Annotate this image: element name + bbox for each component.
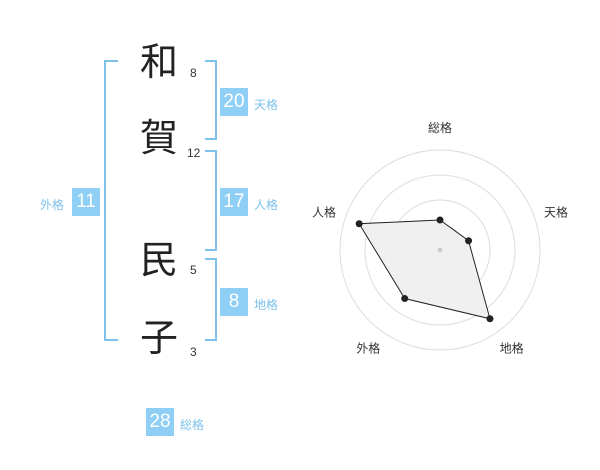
- name-char-4: 子: [140, 316, 179, 360]
- chikaku-bracket: [205, 258, 217, 341]
- soukaku-label: 総格: [180, 418, 205, 432]
- soukaku-value: 28: [146, 408, 174, 436]
- gaikaku-bracket: [104, 60, 118, 341]
- radar-area: [358, 219, 491, 320]
- chikaku-value: 8: [220, 288, 248, 316]
- gaikaku-label: 外格: [40, 198, 65, 212]
- stroke-count-4: 3: [190, 345, 197, 359]
- radar-axis-label: 天格: [544, 204, 568, 219]
- radar-grid-ring: [339, 149, 541, 351]
- radar-point: [465, 237, 473, 245]
- stroke-count-2: 12: [187, 146, 201, 160]
- jinkaku-label: 人格: [254, 198, 279, 212]
- radar-axis-label: 人格: [312, 204, 336, 219]
- stroke-count-3: 5: [190, 263, 197, 277]
- chikaku-label: 地格: [254, 298, 279, 312]
- stroke-count-1: 8: [190, 66, 197, 80]
- radar-center: [437, 247, 443, 253]
- tenkaku-value: 20: [220, 88, 248, 116]
- radar-point: [401, 295, 409, 303]
- radar-grid-ring: [364, 174, 516, 326]
- radar-point: [355, 220, 363, 228]
- jinkaku-value: 17: [220, 188, 248, 216]
- tenkaku-bracket: [205, 60, 217, 140]
- radar-point: [436, 216, 444, 224]
- radar-axis-label: 地格: [500, 341, 524, 356]
- name-char-2: 賀: [140, 116, 179, 160]
- name-char-3: 民: [140, 238, 179, 282]
- radar-axis-label: 総格: [428, 120, 452, 135]
- tenkaku-label: 天格: [254, 98, 279, 112]
- gaikaku-value: 11: [72, 188, 100, 216]
- radar-point: [486, 315, 494, 323]
- radar-axis-label: 外格: [356, 341, 380, 356]
- jinkaku-bracket: [205, 150, 217, 251]
- name-char-1: 和: [140, 40, 179, 84]
